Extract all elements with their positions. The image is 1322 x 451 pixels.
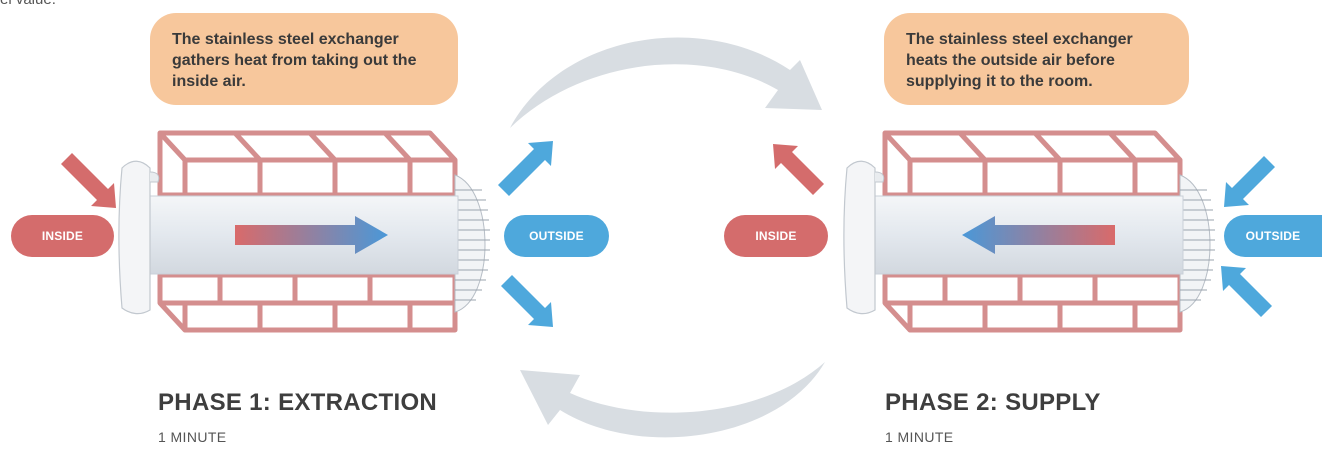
phase1-callout: The stainless steel exchanger gathers he… <box>150 13 458 105</box>
cycle-arrow-bottom <box>520 362 825 438</box>
phase2-outside-label: OUTSIDE <box>1224 215 1322 257</box>
phase2-callout: The stainless steel exchanger heats the … <box>884 13 1189 105</box>
cutoff-text: el value. <box>0 0 56 8</box>
phase1-inside-label: INSIDE <box>11 215 114 257</box>
phase1-unit <box>118 130 490 333</box>
arrow-in-bottom-2 <box>1221 266 1272 317</box>
arrow-out-bottom-1 <box>501 275 553 327</box>
arrow-out-top-1 <box>498 141 553 196</box>
phase2-duration: 1 MINUTE <box>885 429 954 445</box>
phase1-duration: 1 MINUTE <box>158 429 227 445</box>
phase2-inside-label: INSIDE <box>724 215 828 257</box>
arrow-in-top-2 <box>1224 156 1275 207</box>
cycle-arrow-top <box>510 37 822 128</box>
phase2-title: PHASE 2: SUPPLY <box>885 389 1101 416</box>
phase2-unit <box>843 130 1215 333</box>
arrow-in-inside-1 <box>61 153 116 208</box>
arrow-out-inside-2 <box>773 144 824 195</box>
phase1-title: PHASE 1: EXTRACTION <box>158 389 438 416</box>
phase1-outside-label: OUTSIDE <box>504 215 609 257</box>
